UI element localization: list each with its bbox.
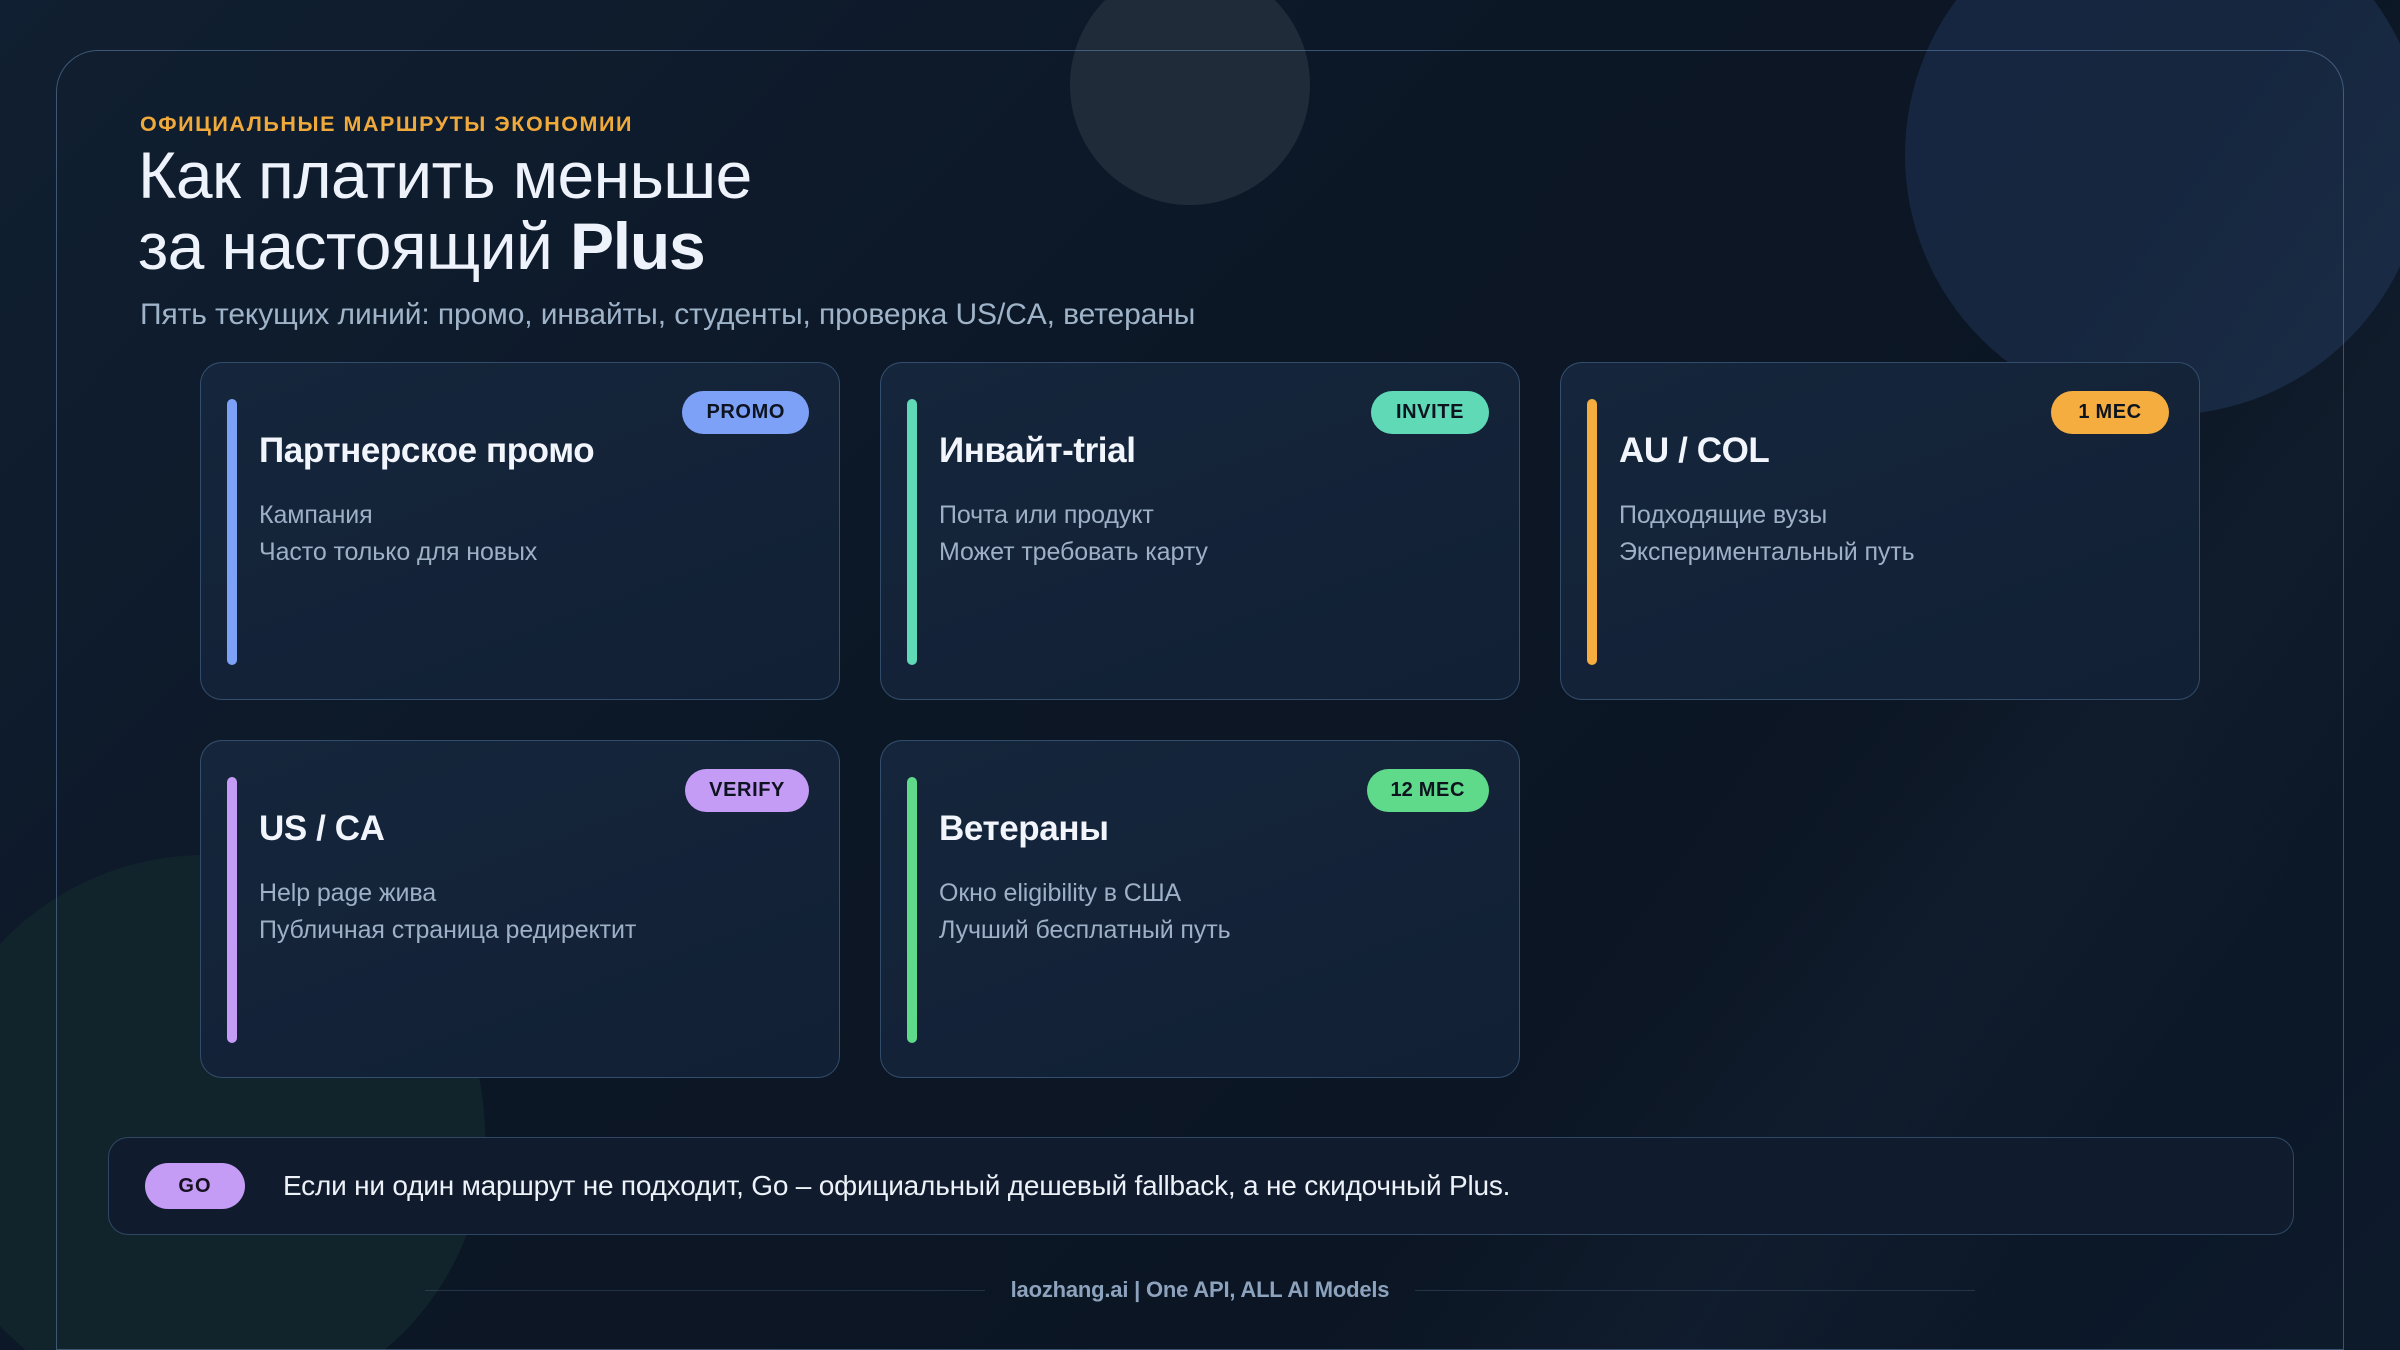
card-accent-bar — [1587, 399, 1597, 665]
card-line: Публичная страница редиректит — [259, 916, 637, 944]
route-card-grid: PROMO Партнерское промо Кампания Часто т… — [200, 362, 2206, 1078]
badge-label: МЕС — [1418, 779, 1465, 801]
card-accent-bar — [907, 399, 917, 665]
title-line-2-bold: Plus — [569, 209, 706, 283]
eyebrow-label: ОФИЦИАЛЬНЫЕ МАРШРУТЫ ЭКОНОМИИ — [140, 112, 634, 136]
watermark-text: laozhang.ai | One API, ALL AI Models — [1010, 1277, 1390, 1302]
card-line: Подходящие вузы — [1619, 501, 1828, 529]
badge-label: PROMO — [706, 401, 785, 423]
badge-number: 12 — [1390, 779, 1413, 801]
card-line: Окно eligibility в США — [939, 879, 1182, 907]
card-accent-bar — [907, 777, 917, 1043]
card-line: Может требовать карту — [939, 538, 1208, 566]
decorative-circle-gray — [1070, 0, 1310, 205]
route-card[interactable]: PROMO Партнерское промо Кампания Часто т… — [200, 362, 840, 700]
badge-label: INVITE — [1395, 401, 1465, 423]
badge-number: 1 — [2078, 401, 2090, 423]
decorative-circle-blue — [1905, 0, 2400, 415]
card-line: Кампания — [259, 501, 373, 529]
badge-label: VERIFY — [709, 779, 785, 801]
route-card[interactable]: INVITE Инвайт-trial Почта или продукт Мо… — [880, 362, 1520, 700]
card-title: Инвайт-trial — [939, 431, 1136, 470]
page-subtitle: Пять текущих линий: промо, инвайты, студ… — [140, 298, 1196, 331]
card-line: Почта или продукт — [939, 501, 1154, 529]
card-title: Ветераны — [939, 809, 1109, 848]
card-accent-bar — [227, 399, 237, 665]
watermark-rule-left — [424, 1289, 985, 1291]
card-description: Подходящие вузы Экспериментальный путь — [1619, 497, 2165, 571]
card-description: Help page жива Публичная страница редире… — [259, 875, 805, 949]
card-description: Почта или продукт Может требовать карту — [939, 497, 1485, 571]
card-line: Часто только для новых — [259, 538, 538, 566]
card-line: Лучший бесплатный путь — [939, 916, 1231, 944]
title-line-1: Как платить меньше — [138, 138, 752, 212]
status-badge: PROMO — [682, 391, 809, 434]
watermark-rule-right — [1415, 1289, 1976, 1291]
route-card[interactable]: VERIFY US / CA Help page жива Публичная … — [200, 740, 840, 1078]
card-line: Help page жива — [259, 879, 437, 907]
fallback-callout: GO Если ни один маршрут не подходит, Go … — [108, 1137, 2294, 1235]
status-badge: VERIFY — [685, 769, 809, 812]
callout-text: Если ни один маршрут не подходит, Go – о… — [283, 1170, 1511, 1201]
card-title: US / CA — [259, 809, 385, 848]
card-title: Партнерское промо — [259, 431, 595, 470]
page-title: Как платить меньше за настоящий Plus — [138, 140, 752, 282]
card-description: Кампания Часто только для новых — [259, 497, 805, 571]
title-line-2-prefix: за настоящий — [138, 209, 570, 283]
card-title: AU / COL — [1619, 431, 1770, 470]
card-line: Экспериментальный путь — [1619, 538, 1915, 566]
card-accent-bar — [227, 777, 237, 1043]
go-badge: GO — [145, 1163, 245, 1209]
status-badge: INVITE — [1371, 391, 1489, 434]
card-description: Окно eligibility в США Лучший бесплатный… — [939, 875, 1485, 949]
badge-label: МЕС — [2095, 401, 2142, 423]
watermark: laozhang.ai | One API, ALL AI Models — [0, 1277, 2400, 1303]
